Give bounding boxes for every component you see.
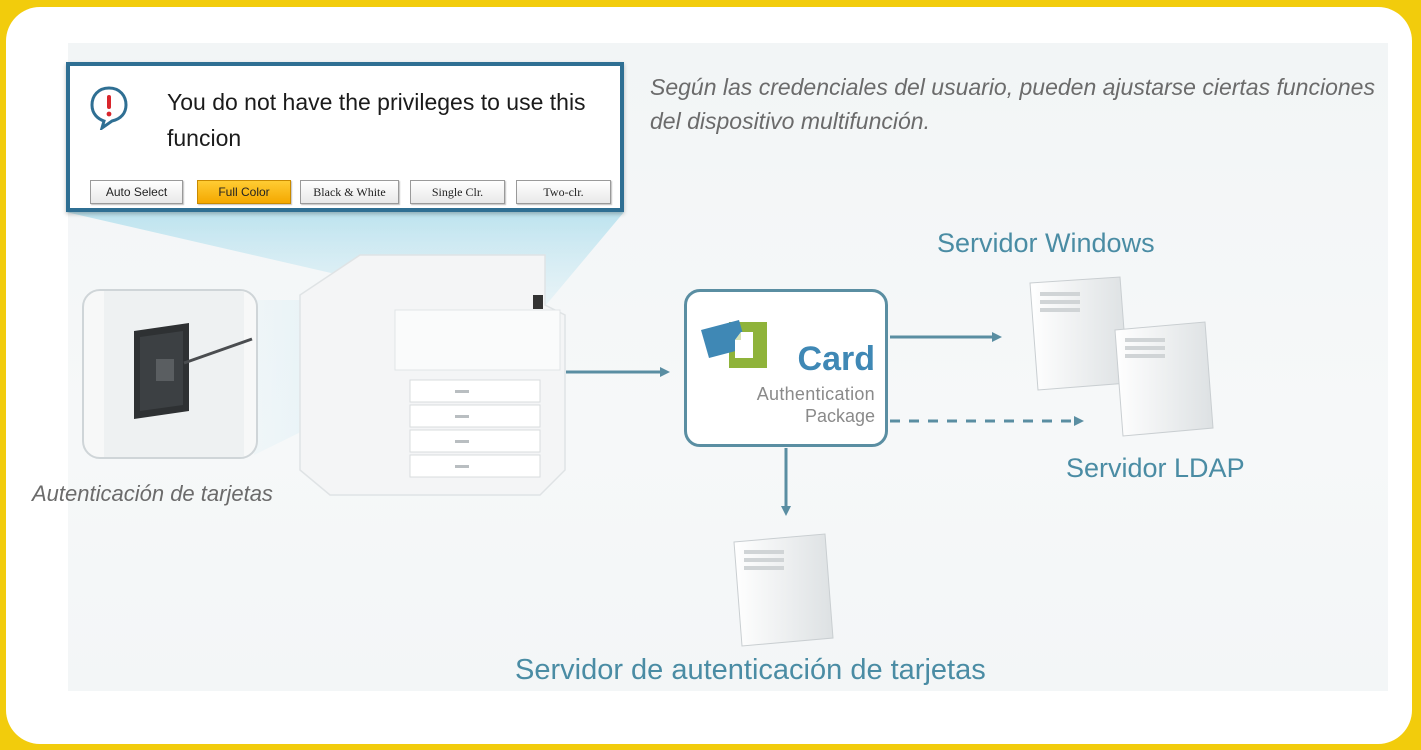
privilege-dialog: You do not have the privileges to use th… bbox=[66, 62, 624, 212]
package-word-card: Card bbox=[797, 340, 875, 378]
card-authentication-package: Card Authentication Package bbox=[684, 289, 888, 447]
package-word-authentication: Authentication bbox=[756, 384, 875, 404]
two-color-button[interactable]: Two-clr. bbox=[516, 180, 611, 204]
card-logo-icon bbox=[701, 320, 767, 368]
package-word-package: Package bbox=[804, 406, 875, 426]
alert-icon bbox=[90, 86, 128, 130]
windows-server-label: Servidor Windows bbox=[937, 228, 1155, 258]
card-auth-caption: Autenticación de tarjetas bbox=[32, 481, 273, 506]
full-color-button[interactable]: Full Color bbox=[197, 180, 291, 204]
card-reader-inset bbox=[82, 289, 258, 459]
intro-caption: Según las credenciales del usuario, pued… bbox=[650, 74, 1375, 134]
ldap-server-label: Servidor LDAP bbox=[1066, 453, 1245, 483]
single-color-button[interactable]: Single Clr. bbox=[410, 180, 505, 204]
server-icon bbox=[733, 533, 834, 647]
dialog-message: You do not have the privileges to use th… bbox=[167, 89, 586, 151]
card-reader-icon bbox=[104, 291, 253, 457]
auto-select-button[interactable]: Auto Select bbox=[90, 180, 183, 204]
server-icon bbox=[1114, 321, 1214, 437]
server-icon bbox=[1029, 276, 1129, 391]
card-auth-server-label: Servidor de autenticación de tarjetas bbox=[515, 654, 986, 686]
printer-icon bbox=[299, 254, 566, 496]
black-white-button[interactable]: Black & White bbox=[300, 180, 399, 204]
